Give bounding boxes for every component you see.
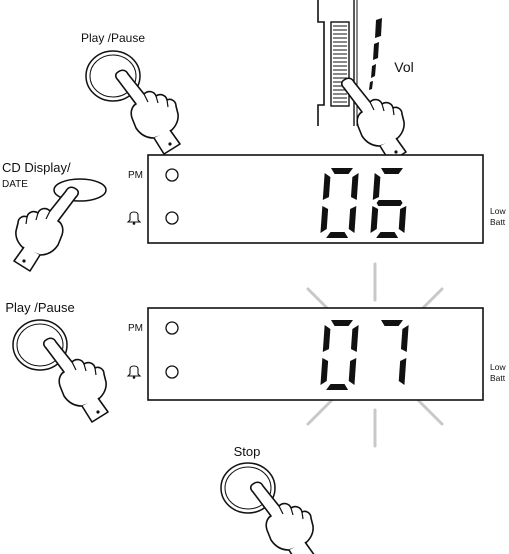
alarm-indicator-dot [166, 366, 178, 378]
alarm-indicator-dot [166, 212, 178, 224]
volume-slider-icon[interactable] [318, 0, 357, 126]
alarm-bell-icon [128, 366, 140, 379]
low-batt-label-batt: Batt [490, 373, 506, 383]
play-pause-label-bottom: Play /Pause [5, 300, 74, 315]
pointing-hand-icon [342, 78, 406, 162]
vol-label: Vol [394, 59, 413, 75]
cd-display-label: CD Display/ [2, 160, 71, 175]
pointing-hand-icon [251, 482, 315, 554]
pointing-hand-icon [14, 187, 78, 271]
alarm-bell-icon [128, 212, 140, 225]
low-batt-label-low: Low [490, 362, 506, 372]
segment-g [376, 200, 402, 206]
pm-indicator-label: PM [128, 323, 143, 334]
date-label: DATE [2, 179, 28, 190]
play-pause-label-top: Play /Pause [81, 31, 145, 45]
lcd-display-1: PM Low Batt [128, 155, 506, 243]
low-batt-label-low: Low [490, 206, 506, 216]
volume-level-wedge [369, 18, 382, 90]
pointing-hand-icon [44, 338, 108, 422]
lcd-display-2: PM Low Batt [128, 264, 506, 446]
pm-indicator-label: PM [128, 170, 143, 181]
low-batt-label-batt: Batt [490, 217, 506, 227]
pointing-hand-icon [116, 70, 180, 154]
pm-indicator-dot [166, 169, 178, 181]
stop-label: Stop [234, 444, 261, 459]
pm-indicator-dot [166, 322, 178, 334]
